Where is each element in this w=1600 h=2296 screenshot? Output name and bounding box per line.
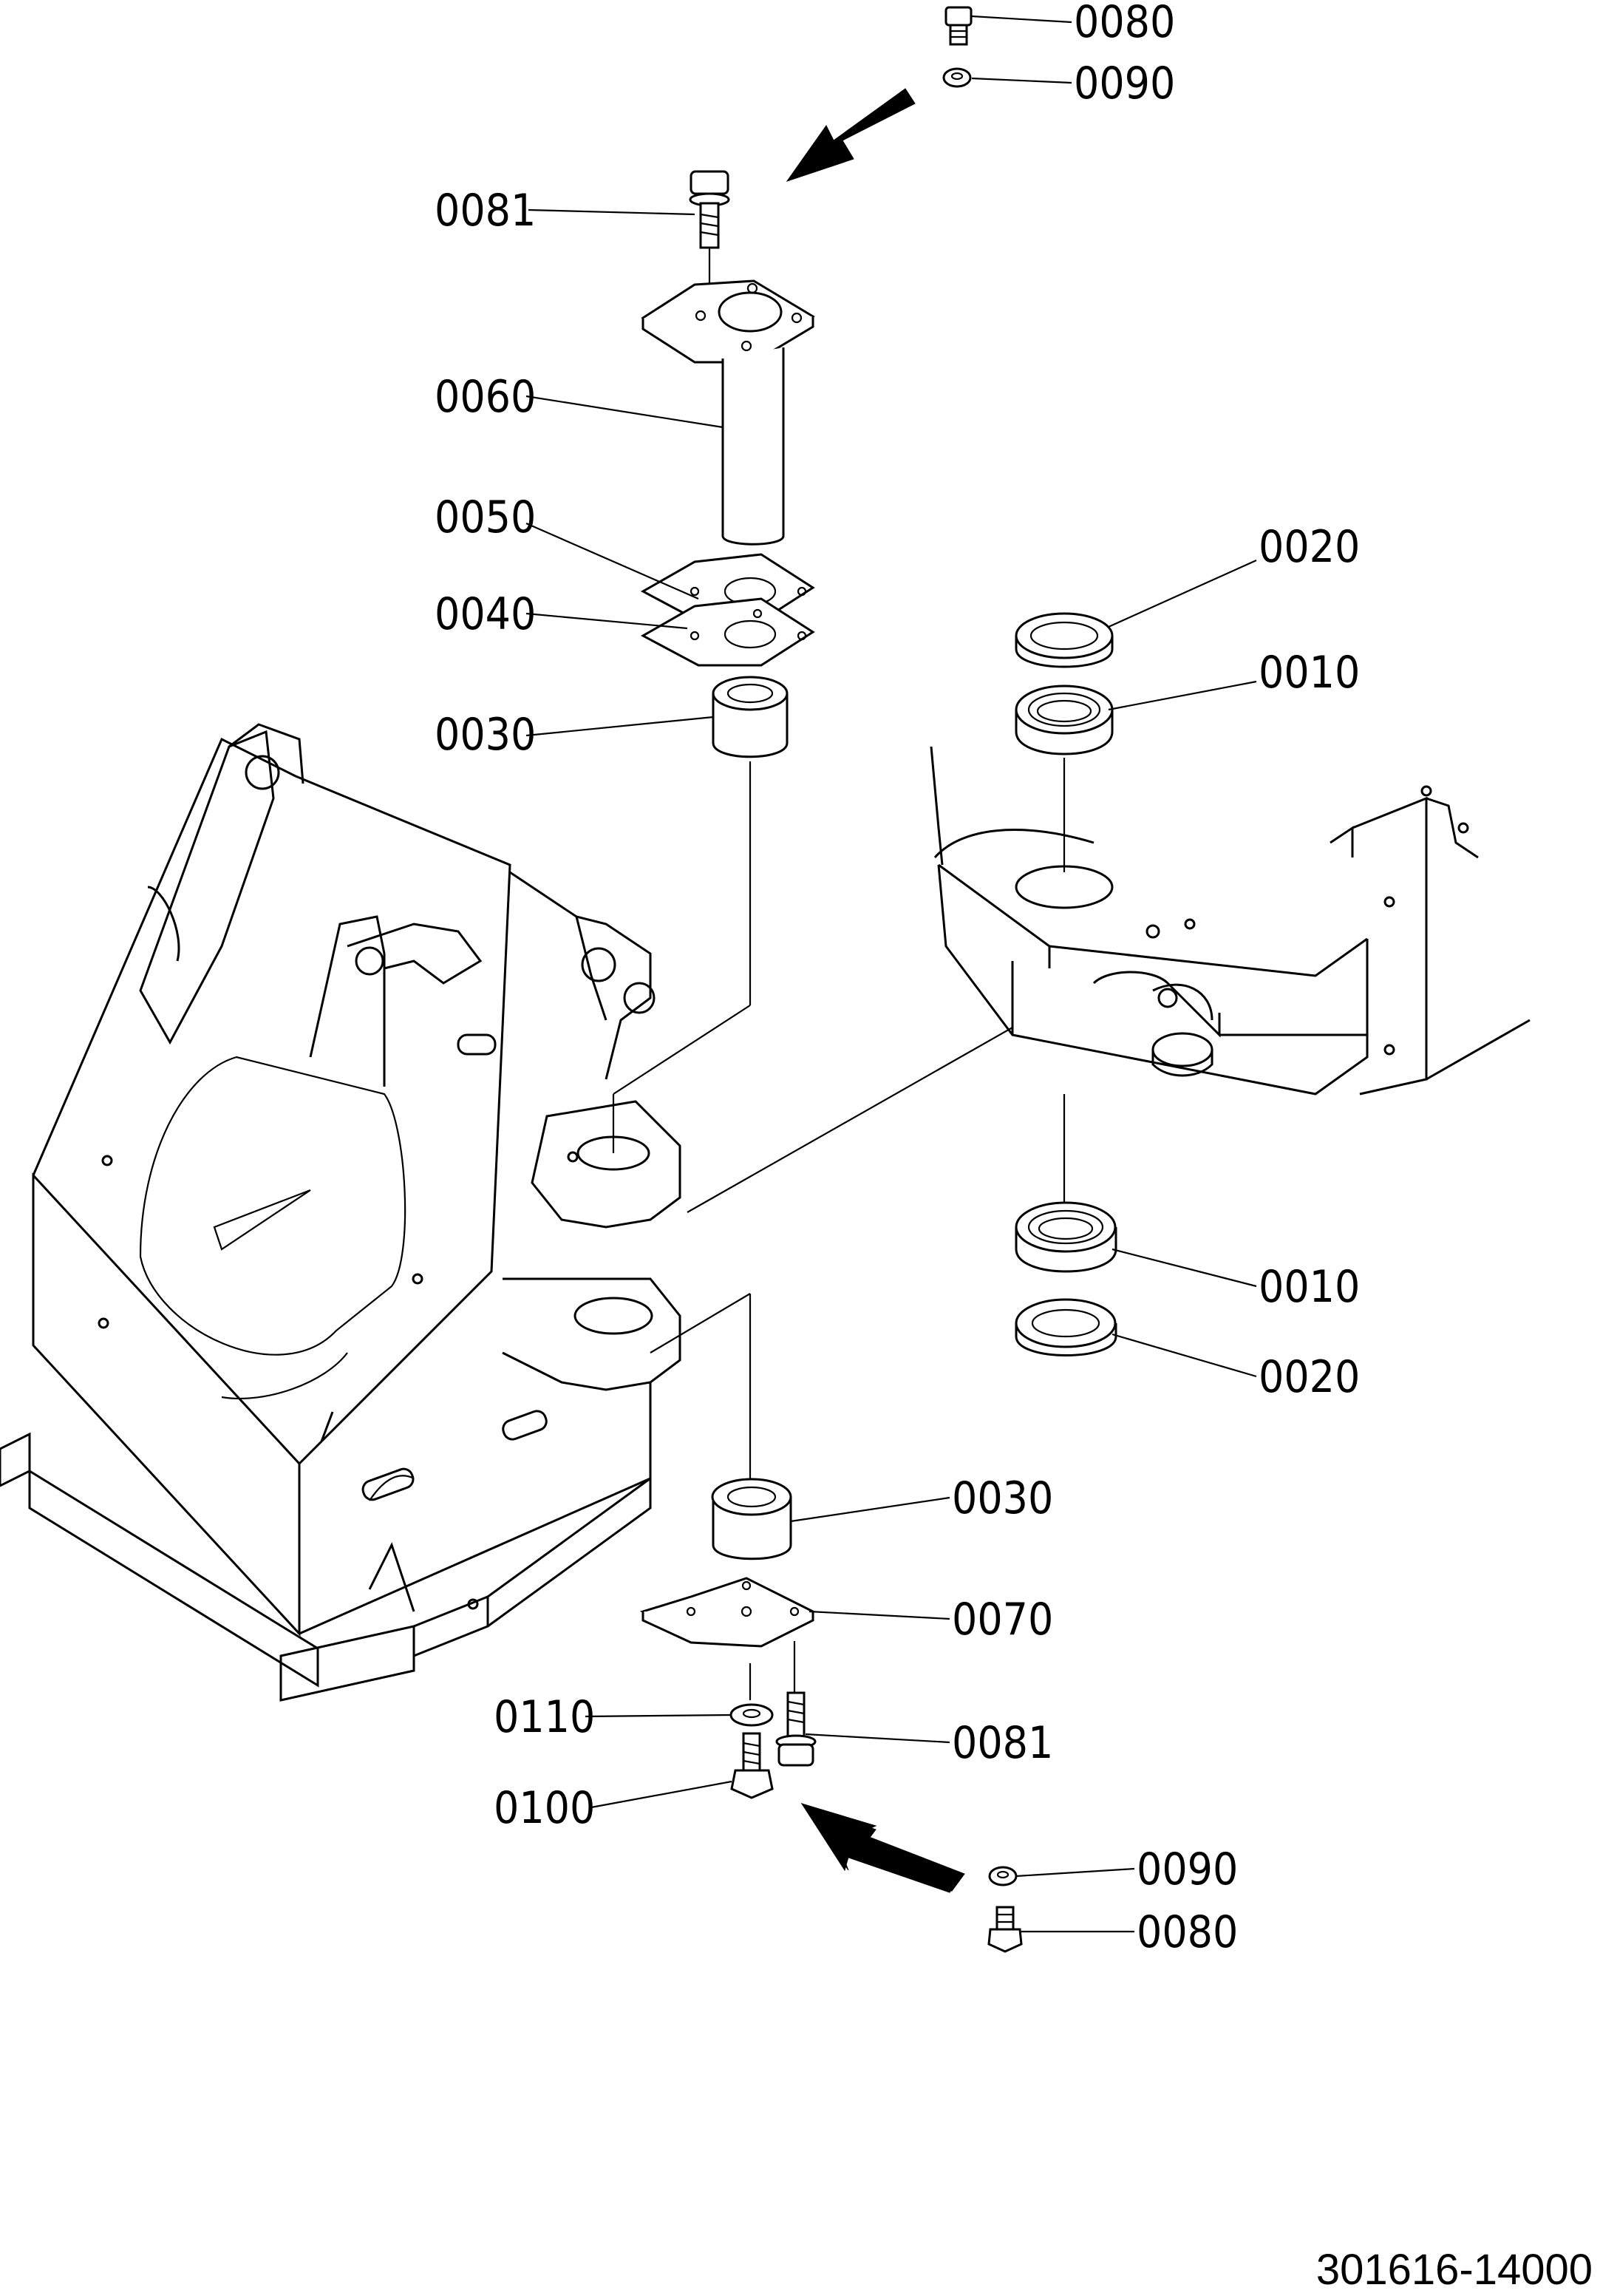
part-0081-bolt-top xyxy=(689,170,730,249)
callout-0060: 0060 xyxy=(435,371,536,423)
callout-0020-top: 0020 xyxy=(1259,521,1360,573)
callout-0081-bottom: 0081 xyxy=(952,1717,1053,1769)
callout-0100: 0100 xyxy=(494,1782,595,1834)
callout-0080-top: 0080 xyxy=(1074,0,1175,48)
part-0090-washer-bottom xyxy=(988,1866,1018,1886)
direction-arrow-bottom-icon xyxy=(800,1803,965,1893)
part-0081-bolt-bottom xyxy=(775,1691,817,1767)
callout-0030-top: 0030 xyxy=(435,709,536,761)
part-0010-bearing-top xyxy=(1015,685,1114,755)
callout-0081-top: 0081 xyxy=(435,185,536,237)
callout-0010-bottom: 0010 xyxy=(1259,1261,1360,1313)
part-0080-bolt-bottom xyxy=(987,1906,1023,1953)
callout-leaders xyxy=(525,15,1257,1933)
part-0110-washer xyxy=(729,1703,774,1727)
part-0080-bolt-top xyxy=(944,6,973,46)
part-0060-pin xyxy=(641,279,815,546)
direction-arrow-top-icon xyxy=(786,88,916,182)
callout-labels: 0080 0090 0081 0060 0050 0040 0030 0020 … xyxy=(435,0,1360,1958)
callout-0020-bottom: 0020 xyxy=(1259,1351,1360,1403)
part-0010-bearing-bottom xyxy=(1015,1201,1117,1273)
callout-0010-top: 0010 xyxy=(1259,647,1360,699)
part-0020-seal-top xyxy=(1015,612,1114,668)
callout-0070: 0070 xyxy=(952,1594,1053,1645)
part-0020-seal-bottom xyxy=(1015,1298,1117,1356)
swing-post-boom-foot xyxy=(930,746,1531,1096)
part-0100-bolt xyxy=(730,1732,774,1799)
callout-0110: 0110 xyxy=(494,1691,595,1743)
part-0040-shim xyxy=(640,597,815,667)
callout-0080-bottom: 0080 xyxy=(1137,1906,1238,1958)
callout-0030-bottom: 0030 xyxy=(952,1473,1053,1524)
part-0090-washer-top xyxy=(942,67,972,88)
drawing-number: 301616-14000 xyxy=(1316,2246,1593,2294)
callout-0090-top: 0090 xyxy=(1074,58,1175,109)
callout-0090-bottom: 0090 xyxy=(1137,1844,1238,1895)
callout-0040: 0040 xyxy=(435,588,536,640)
part-0030-bushing-top xyxy=(712,676,789,758)
part-0070-plate xyxy=(639,1577,816,1648)
callout-0050: 0050 xyxy=(435,492,536,543)
part-0030-bushing-bottom xyxy=(711,1478,792,1560)
swing-bracket-frame xyxy=(0,723,681,1702)
assembly-centerlines xyxy=(612,214,1066,1700)
